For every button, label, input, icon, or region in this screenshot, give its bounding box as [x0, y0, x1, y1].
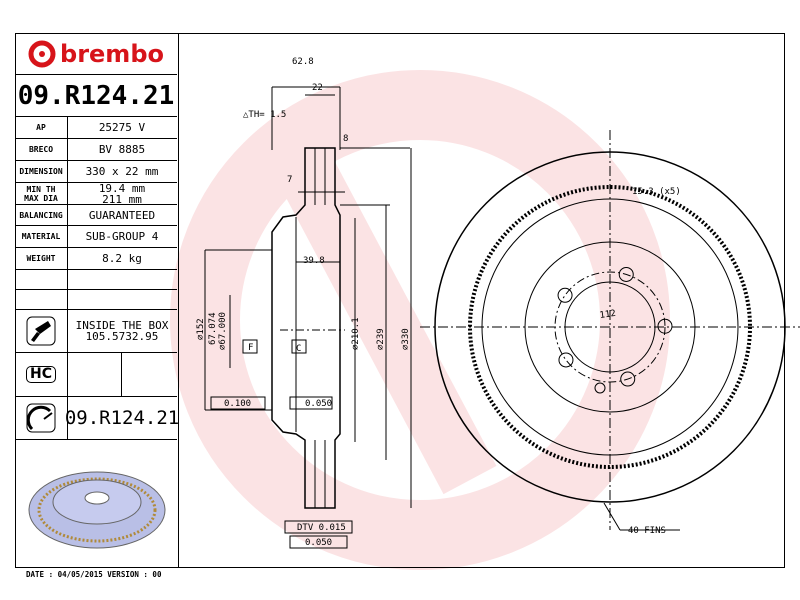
spec-value: BV 8885: [98, 143, 146, 156]
spec-value: 8.2 kg: [102, 252, 142, 265]
frame: [15, 33, 785, 568]
dim-d210: ∅210.1: [351, 317, 361, 350]
brand-name: brembo: [60, 39, 164, 68]
dim-d239: ∅239: [376, 328, 386, 350]
spec-label: BRECO: [15, 139, 68, 160]
section-view: [204, 86, 412, 509]
front-view: [420, 130, 800, 531]
dim-d152: ∅152: [196, 318, 206, 340]
datum-c: C: [296, 344, 301, 354]
part-number: 09.R124.21: [17, 80, 175, 111]
part-number-row: 09.R124.21: [15, 75, 177, 117]
spec-row: BRECO BV 8885: [15, 139, 177, 161]
dim-7: 7: [287, 175, 292, 185]
coated-disc-icon: [15, 397, 68, 439]
bolt-hole: [620, 371, 636, 387]
coating-part-number: 09.R124.21: [64, 406, 180, 429]
spec-label: BALANCING: [15, 205, 68, 225]
tolerance-dtv: DTV 0.015: [297, 523, 346, 533]
bolt-hole: [657, 318, 673, 334]
empty-row: [15, 270, 177, 290]
screw-icon: [15, 310, 68, 352]
spec-row: MATERIAL SUB-GROUP 4: [15, 226, 177, 248]
spec-value: 330 x 22 mm: [85, 165, 159, 178]
empty-row: [15, 290, 177, 310]
spec-value: GUARANTEED: [88, 208, 156, 222]
hc-badge: HC: [26, 366, 56, 383]
datum-f: F: [248, 343, 253, 353]
brembo-disc-icon: [28, 40, 56, 67]
date-version: DATE : 04/05/2015 VERSION : 00: [26, 570, 162, 579]
tolerance-flatness: 0.050: [305, 399, 332, 409]
hc-row: HC: [15, 353, 177, 397]
spec-row: MIN TH MAX DIA 19.4 mm 211 mm: [15, 183, 177, 205]
spec-label: MATERIAL: [15, 226, 68, 247]
pcd-label: 112: [599, 309, 616, 321]
disc-render-image: [28, 471, 166, 549]
inside-box-value: 105.5732.95: [85, 330, 159, 343]
inside-box-label: INSIDE THE BOX: [75, 319, 169, 332]
coating-row: 09.R124.21: [15, 397, 180, 440]
spec-value: 25275 V: [98, 121, 146, 134]
dim-d330: ∅330: [401, 328, 411, 350]
spec-label: AP: [15, 117, 68, 138]
bolt-hole: [618, 266, 634, 282]
bolt-hole-label: 15.3 (x5): [632, 187, 681, 197]
logo-row: brembo: [15, 33, 177, 75]
spec-row: WEIGHT 8.2 kg: [15, 248, 177, 270]
dim-39-8: 39.8: [303, 256, 325, 266]
spec-label: WEIGHT: [15, 248, 68, 269]
tolerance-parallelism: 0.100: [224, 399, 251, 409]
dim-8: 8: [343, 134, 348, 144]
spec-value: 19.4 mm 211 mm: [98, 181, 146, 206]
spec-value: SUB-GROUP 4: [85, 230, 159, 243]
spec-label: MIN TH MAX DIA: [15, 183, 68, 204]
spec-label: DIMENSION: [15, 161, 68, 182]
spec-row: AP 25275 V: [15, 117, 177, 139]
dim-d67-max: 67.074: [208, 312, 218, 345]
fins-label: 40 FINS: [628, 526, 666, 536]
bolt-hole: [558, 352, 574, 368]
dim-delta-th: △TH= 1.5: [243, 110, 286, 120]
tolerance-runout: 0.050: [305, 538, 332, 548]
dim-22: 22: [312, 83, 323, 93]
bolt-hole: [557, 287, 573, 303]
spec-row: DIMENSION 330 x 22 mm: [15, 161, 177, 183]
tolerance-frames: [210, 339, 353, 549]
spec-row: BALANCING GUARANTEED: [15, 205, 177, 226]
dimension-labels: 62.8 22 △TH= 1.5 8 7 39.8 ∅152 67.074 ∅6…: [196, 57, 681, 548]
brembo-logo: brembo: [15, 33, 177, 74]
dim-d67-min: ∅67.000: [218, 312, 228, 350]
dim-62-8: 62.8: [292, 57, 314, 67]
